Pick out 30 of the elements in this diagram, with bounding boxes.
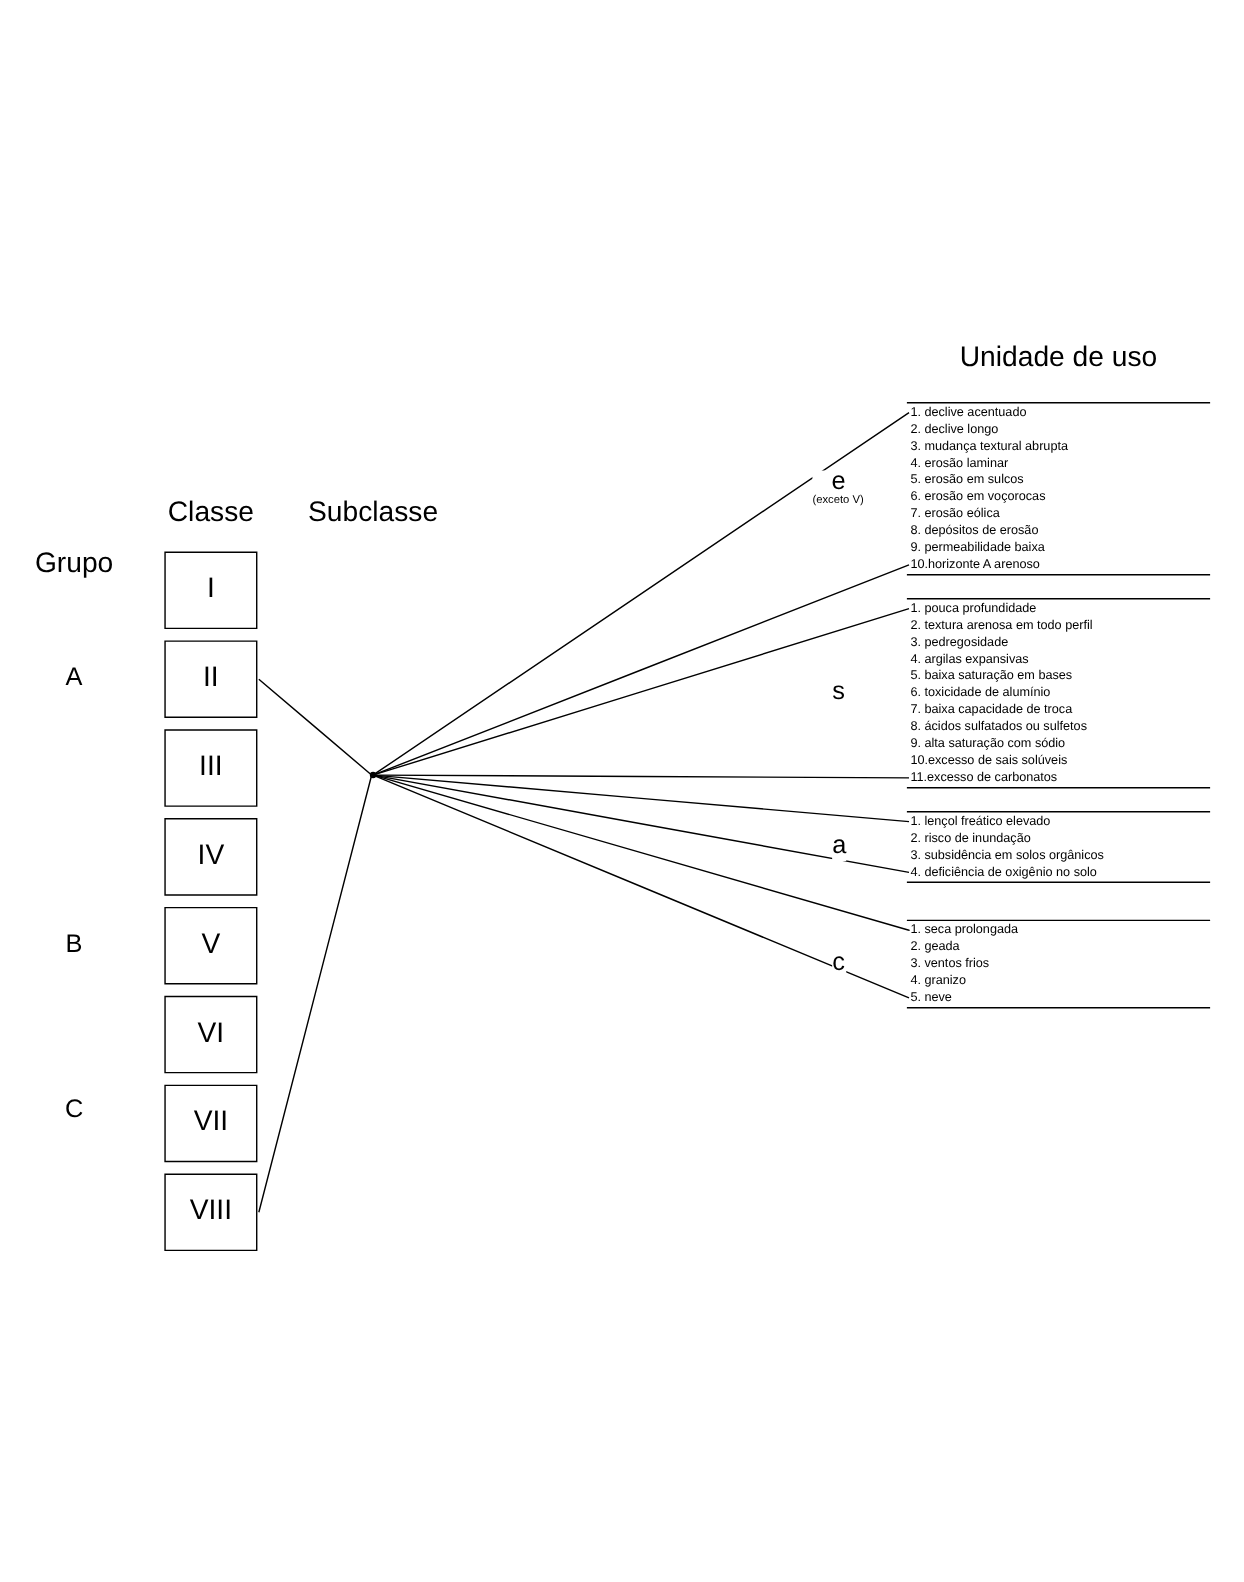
node-box: III [164,728,258,806]
label: Subclasse [308,494,439,527]
connector [375,773,910,873]
node-label: s [832,676,845,705]
connector [375,606,910,774]
connector [375,774,910,930]
label: C [64,1093,84,1122]
label: A [65,662,83,691]
label: Unidade de uso [959,339,1158,372]
node-box: VI [164,994,258,1073]
node-box: II [164,639,258,717]
label: B [65,928,83,957]
connector [374,563,910,774]
label: Grupo [34,544,114,577]
node-point [369,770,377,778]
connector [374,410,910,774]
node-box: VII [164,1083,258,1162]
node-label: e [831,466,846,495]
node-label: c [832,947,845,976]
label: Classe [167,494,254,527]
connector [258,677,372,774]
connector [374,774,910,998]
node-box: VIII [164,1172,258,1251]
connector [375,773,910,822]
node-label: a [832,830,847,859]
connector [258,775,372,1212]
connector [375,773,910,778]
node-box: V [164,905,258,984]
node-box: IV [164,817,258,895]
node-box: I [164,550,258,629]
